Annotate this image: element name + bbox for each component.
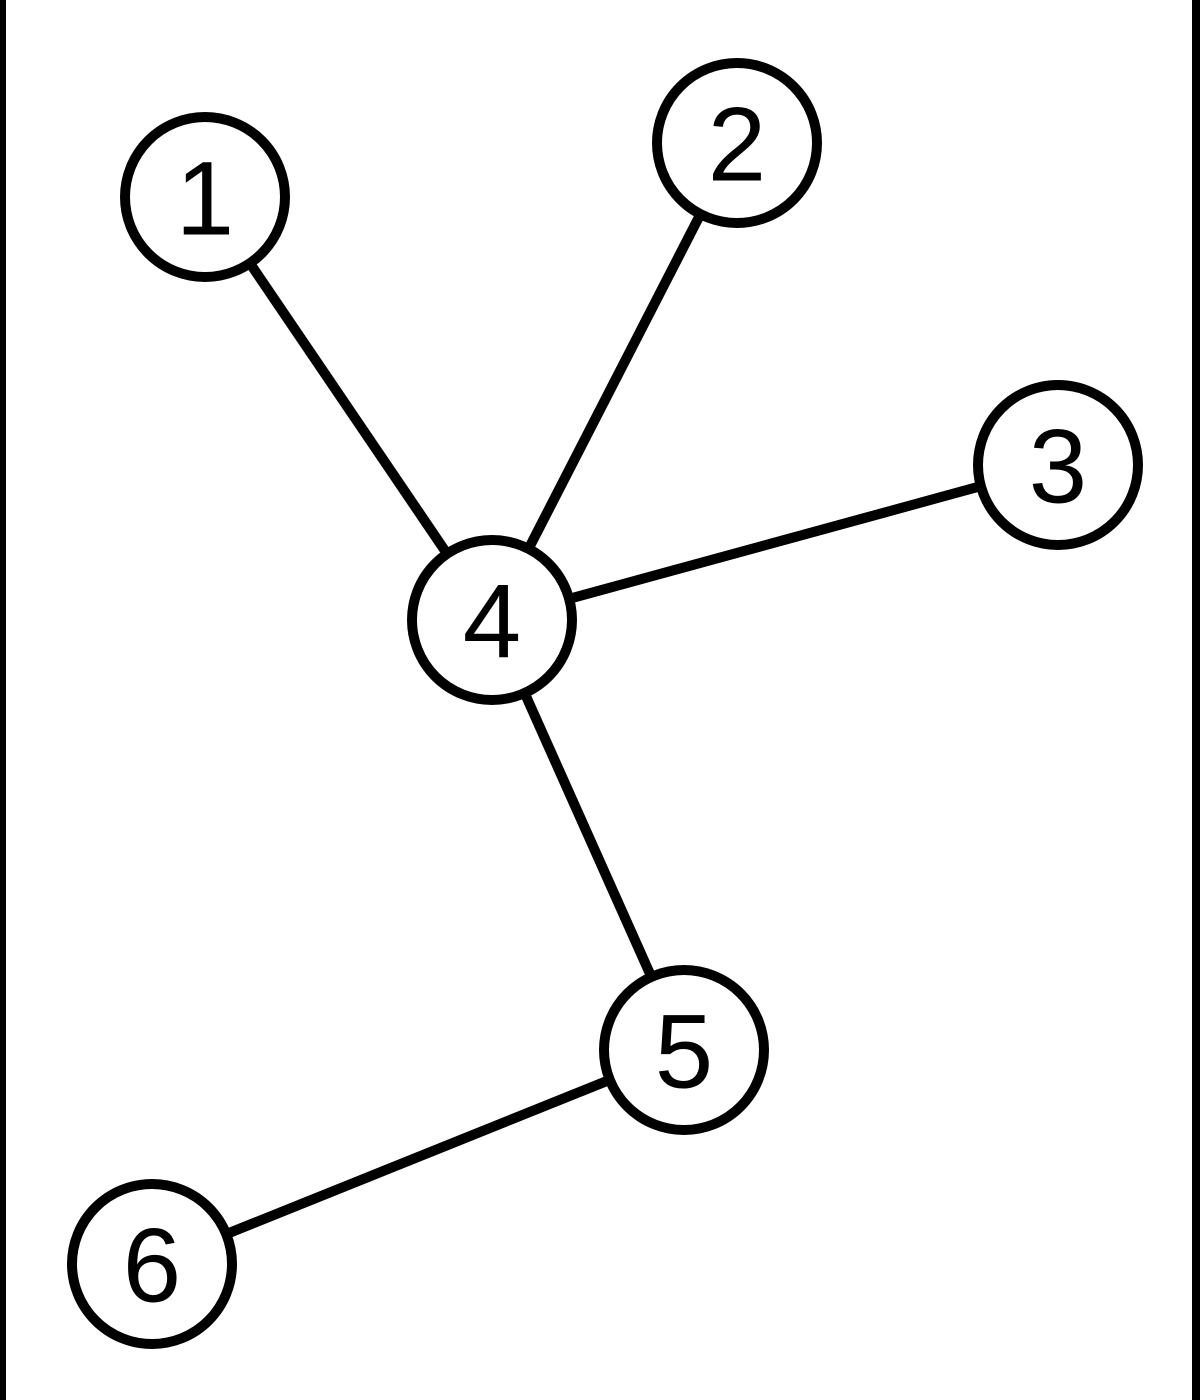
edge-2-4 <box>487 140 742 623</box>
node-2-circle <box>652 58 822 228</box>
left-border-stripe <box>0 0 6 1400</box>
edge-1-4 <box>200 194 497 623</box>
edge-3-4 <box>490 460 1060 625</box>
node-6-circle <box>67 1179 237 1349</box>
node-3-circle <box>973 380 1143 550</box>
node-5-label: 5 <box>655 993 713 1110</box>
node-1-label: 1 <box>176 140 234 257</box>
right-border-stripe <box>1192 0 1200 1400</box>
node-3-label: 3 <box>1029 408 1087 525</box>
node-5-circle <box>599 965 769 1135</box>
node-1-circle <box>120 112 290 282</box>
node-6-label: 6 <box>123 1207 181 1324</box>
node-4-circle <box>407 535 577 705</box>
edge-5-6 <box>150 1045 686 1269</box>
node-2-label: 2 <box>708 86 766 203</box>
node-4-label: 4 <box>463 563 521 680</box>
